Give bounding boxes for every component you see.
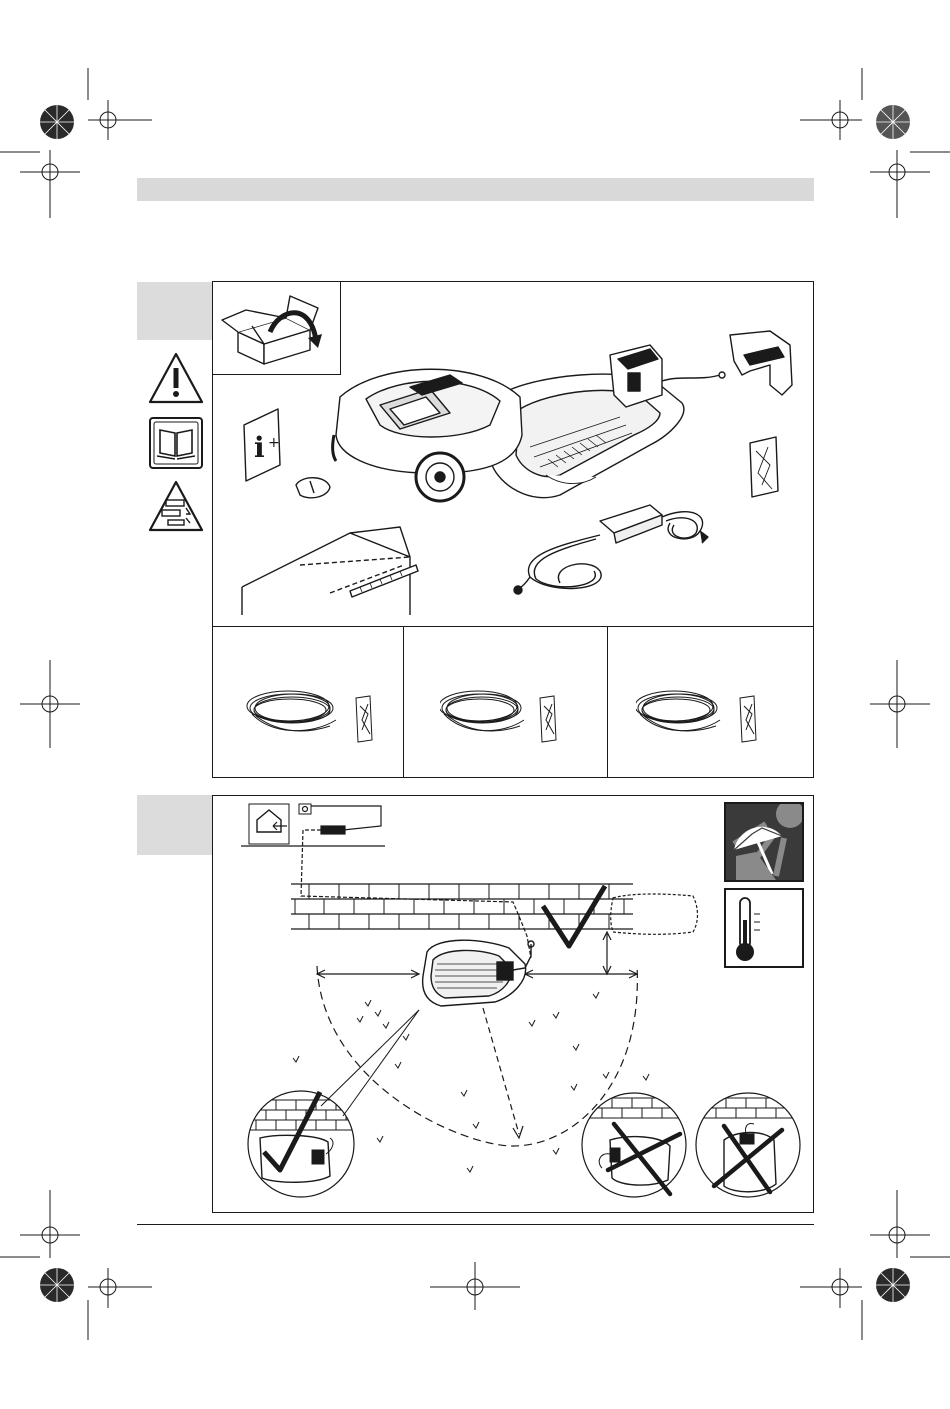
variant-2-wire-and-pegs (440, 680, 590, 750)
variants-divider-1 (403, 626, 404, 778)
detail-correct (246, 1088, 356, 1200)
robotic-mower (333, 369, 522, 501)
charging-station (492, 345, 725, 498)
variants-divider-2 (607, 626, 608, 778)
thermometer-panel (724, 888, 804, 968)
read-manual-icon (148, 416, 204, 470)
variant-3-wire-and-pegs (636, 680, 786, 750)
pegs-pack (750, 437, 778, 497)
section-tab-placement (137, 795, 212, 855)
info-booklet-glyph: i (254, 431, 265, 464)
wire-connector (296, 478, 330, 498)
power-supply (514, 505, 708, 594)
detail-wrong-1 (580, 1090, 688, 1200)
detail-wrong-2 (694, 1090, 802, 1200)
contents-illustration: i + (230, 325, 810, 615)
sun-umbrella-icon (726, 804, 802, 880)
variant-1-wire-and-pegs (240, 680, 390, 750)
header-bar (137, 178, 814, 201)
footer-rule (137, 1224, 814, 1225)
station-top-view (423, 940, 534, 1006)
house-socket-icon (241, 804, 385, 846)
svg-text:+: + (268, 435, 280, 451)
station-cover (730, 331, 792, 395)
tape-measure-strip (242, 527, 418, 615)
instructions-triangle-icon (146, 478, 206, 534)
sun-umbrella-panel (724, 802, 804, 882)
thermometer-icon (726, 890, 802, 966)
variants-divider (212, 626, 814, 627)
section-tab-contents (137, 282, 212, 340)
warning-triangle-icon (146, 350, 206, 406)
